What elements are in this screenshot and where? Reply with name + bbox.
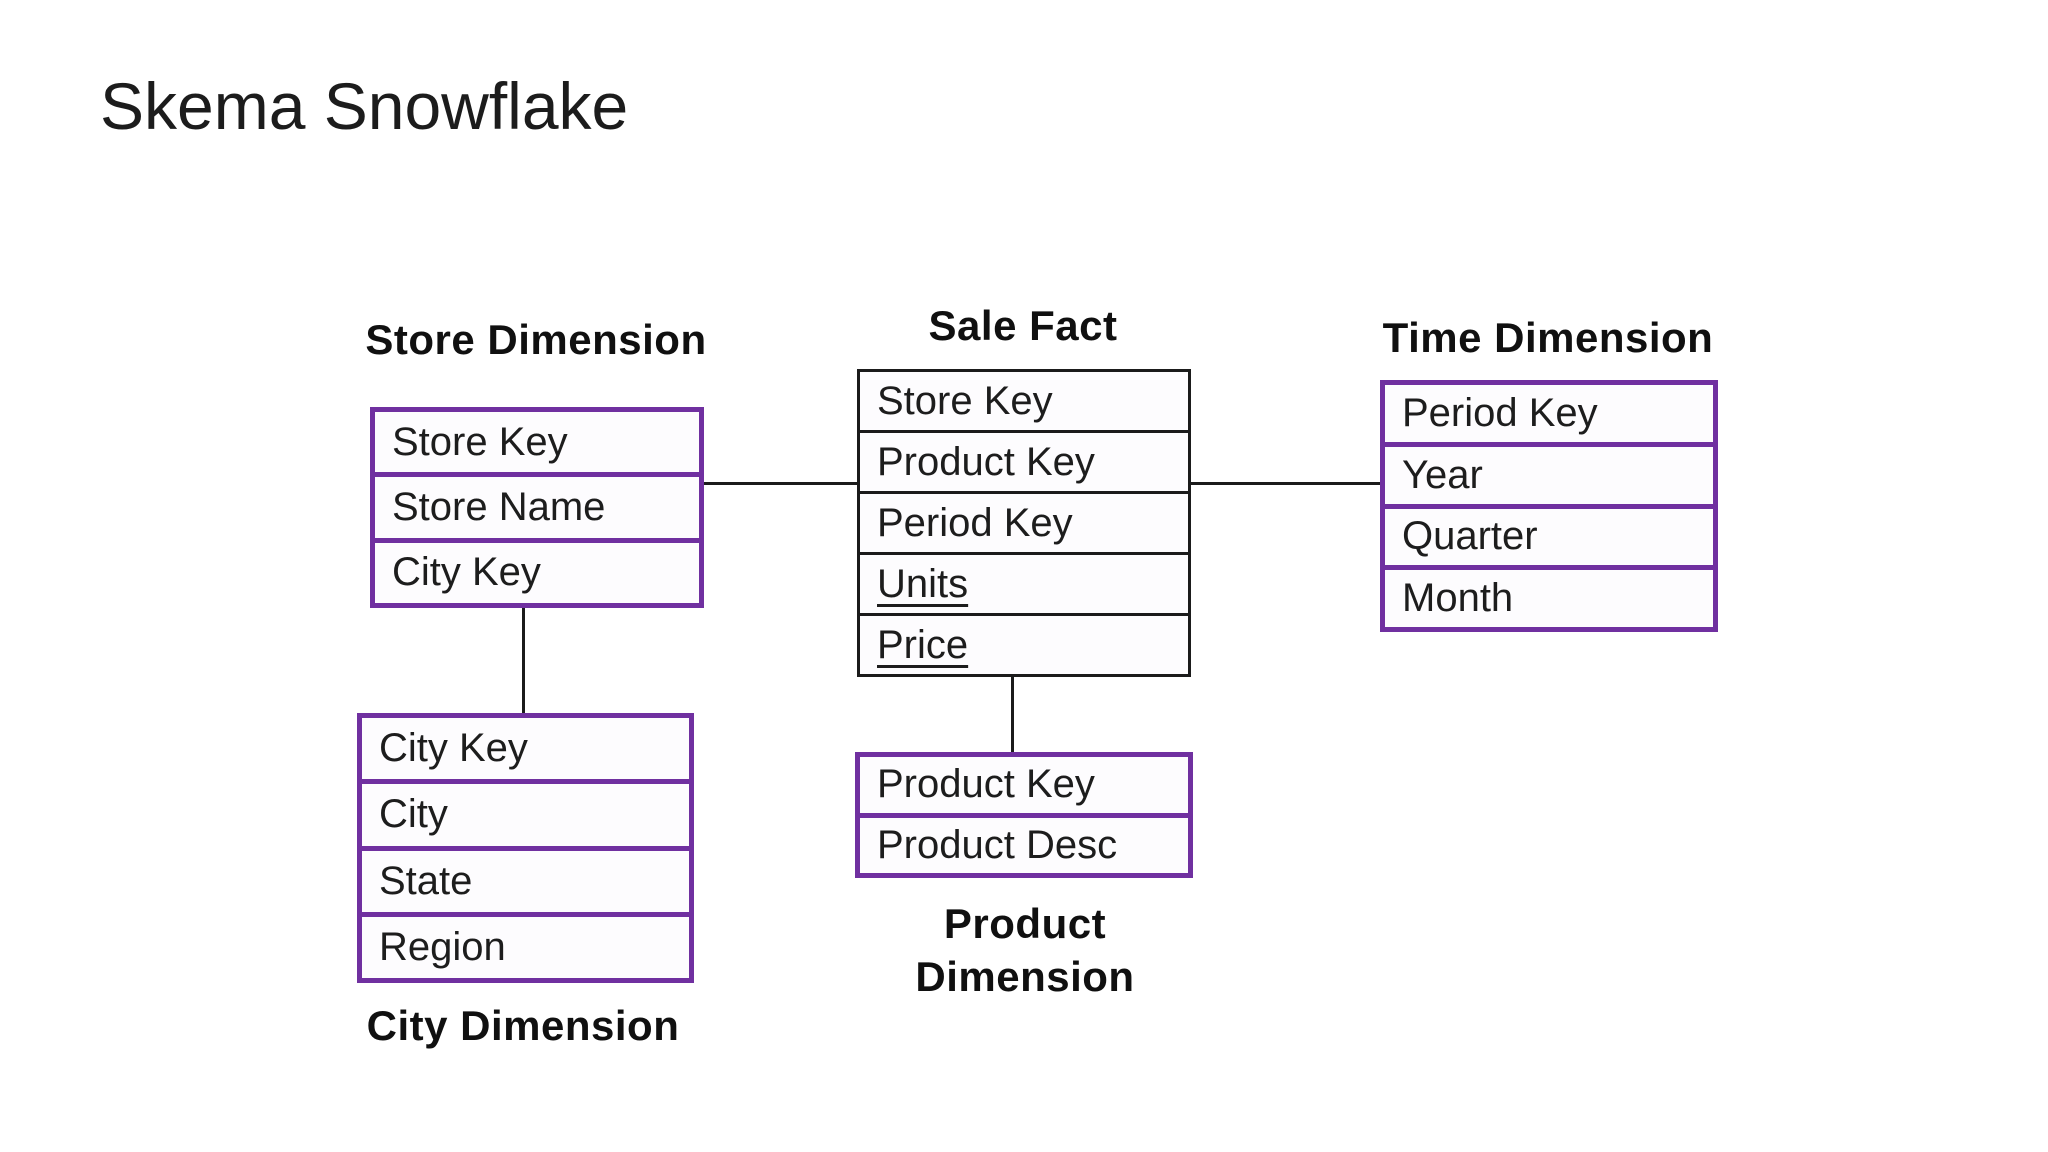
table-row: Product Desc <box>860 817 1188 873</box>
table-row: Product Key <box>860 433 1188 494</box>
connector-fact-to-time <box>1191 482 1380 485</box>
product-dimension-table: Product Key Product Desc <box>855 752 1193 878</box>
field-label: Units <box>877 561 969 606</box>
table-row-measure: Price <box>860 616 1188 674</box>
store-dimension-title: Store Dimension <box>365 316 707 363</box>
field-label: Period Key <box>1402 390 1598 435</box>
table-row: City Key <box>362 718 689 785</box>
field-label: Quarter <box>1402 514 1538 559</box>
table-row-measure: Units <box>860 555 1188 616</box>
field-label: Store Key <box>877 378 1053 423</box>
table-row: Region <box>362 916 689 978</box>
time-dimension-title: Time Dimension <box>1382 314 1714 361</box>
table-row: Quarter <box>1385 508 1713 571</box>
field-label: City Key <box>379 726 528 771</box>
sale-fact-table: Store Key Product Key Period Key Units P… <box>857 369 1191 677</box>
table-row: Period Key <box>860 494 1188 555</box>
field-label: Product Key <box>877 439 1095 484</box>
connector-store-to-fact <box>704 482 857 485</box>
city-dimension-table: City Key City State Region <box>357 713 694 983</box>
connector-store-to-city <box>522 608 525 713</box>
sale-fact-title: Sale Fact <box>928 302 1118 349</box>
field-label: City <box>379 792 448 837</box>
table-row: City <box>362 784 689 851</box>
field-label: City Key <box>392 550 541 595</box>
field-label: Year <box>1402 452 1483 497</box>
field-label: Period Key <box>877 500 1073 545</box>
field-label: Product Desc <box>877 822 1118 867</box>
field-label: Store Key <box>392 419 568 464</box>
connector-fact-to-product <box>1011 677 1014 752</box>
store-dimension-table: Store Key Store Name City Key <box>370 407 704 608</box>
table-row: Year <box>1385 446 1713 509</box>
table-row: City Key <box>375 542 699 603</box>
table-row: State <box>362 850 689 917</box>
field-label: Store Name <box>392 484 606 529</box>
table-row: Store Key <box>860 372 1188 433</box>
field-label: Month <box>1402 576 1514 621</box>
field-label: Product Key <box>877 762 1095 807</box>
table-row: Product Key <box>860 757 1188 818</box>
product-dimension-title: Product Dimension <box>915 900 1135 1000</box>
table-row: Period Key <box>1385 385 1713 447</box>
table-row: Store Name <box>375 477 699 543</box>
table-row: Store Key <box>375 412 699 478</box>
slide-title: Skema Snowflake <box>100 69 629 143</box>
field-label: Price <box>877 622 969 667</box>
time-dimension-table: Period Key Year Quarter Month <box>1380 380 1718 632</box>
field-label: Region <box>379 924 506 969</box>
city-dimension-title: City Dimension <box>366 1002 680 1049</box>
table-row: Month <box>1385 570 1713 627</box>
field-label: State <box>379 858 473 903</box>
